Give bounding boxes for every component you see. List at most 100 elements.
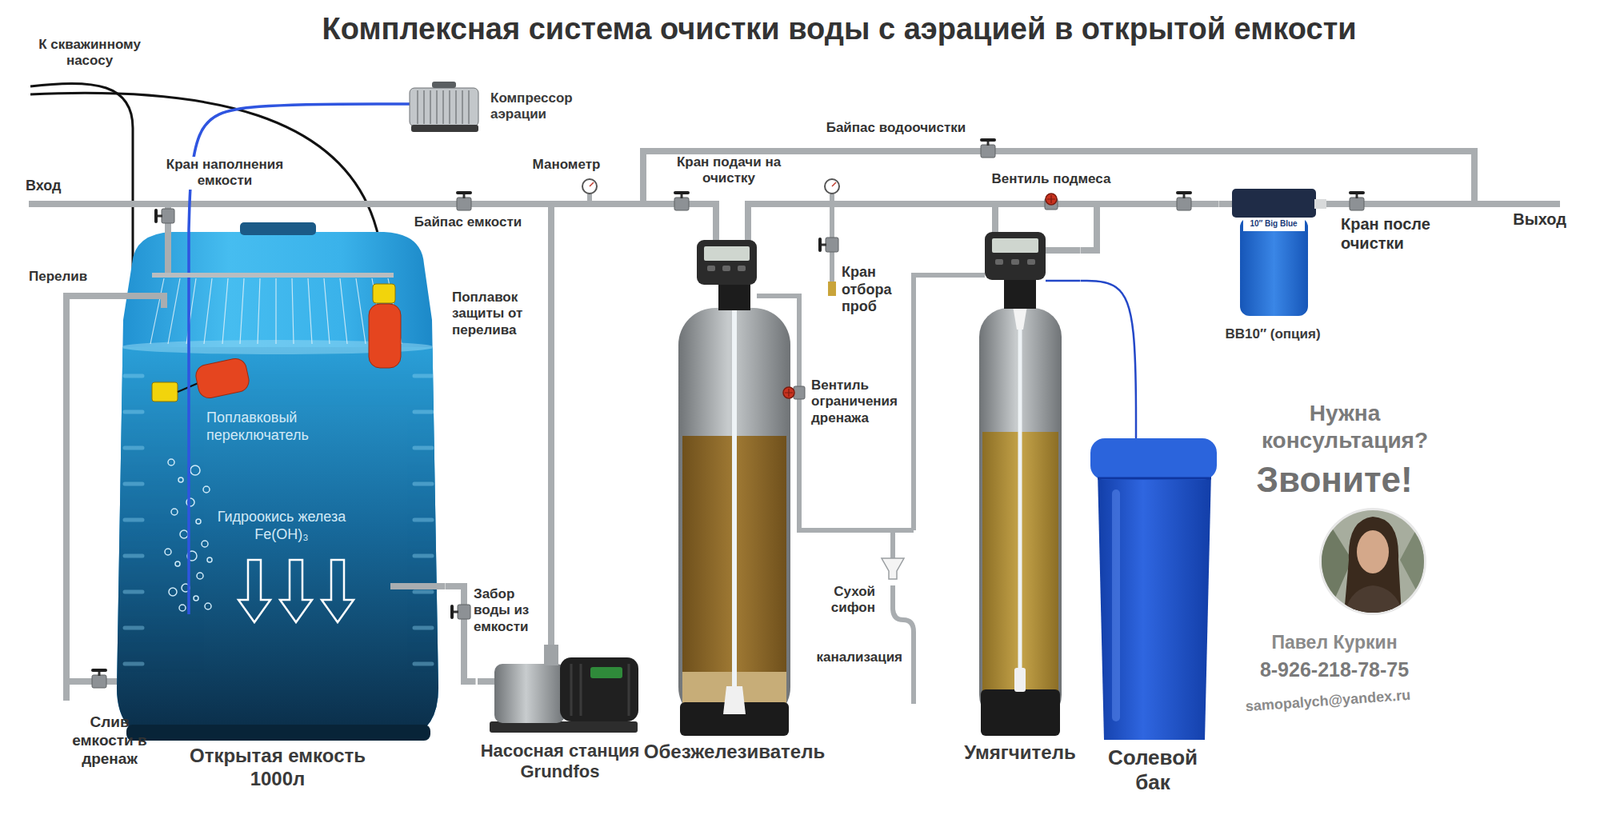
valve-label: Байпас водоочистки [825, 120, 967, 136]
pump-station [544, 644, 559, 666]
storage-tank [414, 376, 432, 664]
pressure-gauge [589, 182, 594, 187]
water-pipe [390, 583, 445, 590]
ball-valve [1176, 191, 1192, 211]
brine-tank [1090, 438, 1217, 480]
siphon-label: Сухой сифон [810, 584, 876, 617]
cartridge-filter [1232, 188, 1316, 218]
equipment-unit: Обезжелезиватель [643, 234, 826, 764]
equipment-unit: Солевой бак [1092, 438, 1214, 796]
equipment-label: Открытая емкость 1000л [173, 744, 382, 792]
iron-filter [704, 246, 750, 261]
ball-valve [91, 668, 108, 688]
ball-valve [673, 191, 690, 211]
pump-station [494, 664, 565, 724]
brine-hose [1080, 280, 1137, 439]
air-bubbles [175, 561, 180, 567]
drain-label: Слив емкости в дренаж [67, 713, 152, 768]
water-pipe [1045, 247, 1080, 254]
contact-photo [1319, 508, 1427, 616]
ball-valve [980, 138, 996, 158]
air-compressor [432, 81, 456, 88]
storage-tank [124, 376, 432, 664]
air-bubbles [190, 465, 200, 476]
valve-label: Кран подачи на очистку [672, 154, 786, 188]
valve-label: Байпас емкости [413, 214, 523, 231]
air-bubbles [178, 477, 184, 483]
cartridge-filter [1232, 188, 1327, 316]
pump-station [489, 721, 638, 733]
water-softener [1027, 259, 1036, 265]
air-bubbles [193, 596, 199, 601]
drain-pipe [913, 275, 985, 531]
ball-valve [92, 675, 107, 688]
water-softener [979, 308, 1062, 724]
water-softener [1014, 668, 1026, 692]
float-switch [152, 382, 178, 402]
water-pipe [28, 200, 552, 208]
iron-filter [723, 686, 746, 715]
contact-photo [1319, 508, 1427, 616]
ball-valve [818, 237, 839, 252]
air-compressor [411, 124, 479, 132]
spray-bar [152, 272, 394, 278]
ball-valve [674, 197, 689, 211]
sediment-arrow [238, 560, 354, 623]
iron-filter [737, 265, 746, 272]
sediment-arrow [321, 560, 354, 623]
sediment-label: Гидроокись железа Fe(OH)₃ [209, 508, 355, 544]
equipment-label: Солевой бак [1100, 745, 1205, 796]
filter-brand: 10″ Big Blue [1249, 219, 1299, 229]
ball-valve [154, 208, 175, 224]
air-bubbles [196, 519, 201, 524]
ball-valve [450, 604, 454, 620]
water-softener [1011, 259, 1020, 265]
ball-valve [1349, 197, 1364, 211]
drain-pipe [890, 530, 896, 559]
inlet-label: Вход [25, 177, 63, 196]
ball-valve [980, 138, 996, 142]
iron-filter [696, 240, 757, 285]
ball-valve [980, 144, 996, 158]
pressure-gauge [824, 179, 840, 194]
dry-siphon [881, 558, 904, 580]
water-softener [995, 259, 1004, 265]
ball-valve [450, 604, 471, 620]
air-bubbles [180, 530, 188, 539]
edge-label: Забор воды из емкости [473, 586, 542, 636]
equipment-unit: BB10″ (опция) [1219, 188, 1328, 343]
gate-valve [1044, 193, 1058, 210]
water-pipe [1080, 204, 1220, 251]
ball-valve [154, 208, 158, 224]
air-bubbles [164, 548, 172, 556]
air-bubbles [196, 572, 204, 580]
iron-filter [718, 281, 751, 311]
pump-station [590, 667, 623, 679]
air-bubbles [168, 459, 175, 466]
air-bubbles [203, 486, 210, 493]
ball-valve [1348, 191, 1365, 211]
air-hose [187, 229, 191, 615]
contact-photo [1344, 585, 1404, 615]
cartridge-filter [1240, 217, 1308, 316]
storage-tank [126, 724, 431, 741]
equipment-label: Умягчитель [964, 741, 1076, 765]
diagram-title: Комплексная система очистки воды с аэрац… [322, 11, 1359, 48]
gate-valve [783, 386, 805, 400]
water-pipe [716, 224, 996, 242]
gate-valve [1045, 193, 1057, 205]
contact-heading: Звоните! [1256, 459, 1414, 502]
contact-photo [1320, 508, 1426, 615]
contact-name: Павел Куркин [1271, 632, 1399, 655]
ball-valve [91, 668, 108, 672]
water-softener [1004, 278, 1036, 309]
brine-hose [1045, 280, 1080, 283]
valve-label: Кран отбора проб [841, 264, 907, 316]
ball-valve [453, 611, 459, 614]
float-switch [193, 356, 251, 400]
air-hose [404, 102, 410, 106]
ball-valve [818, 237, 822, 252]
cable-label: К скважинному насосу [17, 36, 163, 70]
float-label: Поплавок защиты от перелива [452, 289, 545, 339]
valve-label: Вентиль ограничения дренажа [811, 377, 908, 427]
